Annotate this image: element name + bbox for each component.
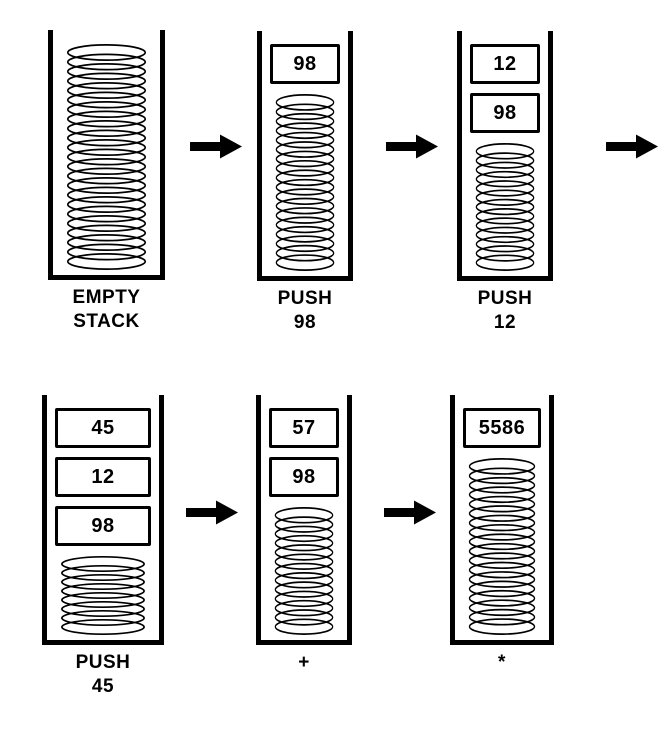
stack-container: 5586: [450, 395, 554, 645]
stage-push-12: 12 98 PUSH 12: [457, 31, 553, 333]
stage-label: PUSH 98: [247, 287, 363, 335]
stack-container: 45 12 98: [42, 395, 164, 645]
stack-value: 98: [292, 465, 316, 488]
stage-label: PUSH 45: [32, 651, 174, 699]
spring-coil: [66, 43, 147, 271]
stage-label-line: 12: [493, 312, 517, 333]
right-arrow-icon: [186, 499, 238, 526]
spring-coil: [475, 142, 535, 272]
stage-label: +: [246, 651, 362, 675]
spring-coil: [468, 457, 536, 636]
stack-value-box: 98: [270, 44, 340, 84]
stage-push-45: 45 12 98 PUSH 45: [42, 395, 164, 697]
stage-label: EMPTY STACK: [38, 286, 175, 334]
stack-value: 57: [292, 416, 316, 439]
stack-value-box: 98: [269, 457, 339, 497]
stack-value-box: 98: [55, 506, 151, 546]
stack-container: [48, 30, 165, 280]
right-arrow-icon: [606, 133, 658, 160]
stack-container: 98: [257, 31, 353, 281]
stage-label-line: STACK: [73, 311, 140, 332]
stage-multiply: 5586 *: [450, 395, 554, 673]
stack-value-box: 12: [55, 457, 151, 497]
stage-label-line: PUSH: [75, 652, 131, 673]
stage-label-line: EMPTY: [72, 287, 141, 308]
stack-value: 45: [91, 416, 115, 439]
stack-container: 57 98: [256, 395, 352, 645]
spring-coil: [274, 506, 334, 636]
stage-label-line: 45: [91, 676, 115, 697]
stack-container: 12 98: [457, 31, 553, 281]
stack-value: 98: [293, 52, 317, 75]
stack-value: 5586: [478, 416, 526, 439]
spring-coil: [60, 555, 146, 636]
stage-empty-stack: EMPTY STACK: [48, 30, 165, 332]
stage-label-line: PUSH: [277, 288, 333, 309]
stack-value-box: 45: [55, 408, 151, 448]
stage-label: PUSH 12: [447, 287, 563, 335]
stage-label-line: +: [298, 652, 310, 673]
right-arrow-icon: [190, 133, 242, 160]
stack-value: 98: [91, 514, 115, 537]
stack-value-box: 12: [470, 44, 540, 84]
stack-value: 12: [493, 52, 517, 75]
stack-value-box: 98: [470, 93, 540, 133]
stage-label-line: 98: [293, 312, 317, 333]
stack-value: 98: [493, 101, 517, 124]
right-arrow-icon: [386, 133, 438, 160]
stage-label-line: PUSH: [477, 288, 533, 309]
stack-value-box: 5586: [463, 408, 541, 448]
stage-push-98: 98 PUSH 98: [257, 31, 353, 333]
stack-value-box: 57: [269, 408, 339, 448]
spring-coil: [275, 93, 335, 272]
right-arrow-icon: [384, 499, 436, 526]
stage-add: 57 98 +: [256, 395, 352, 673]
stage-label-line: *: [498, 652, 506, 673]
stack-value: 12: [91, 465, 115, 488]
stage-label: *: [440, 651, 564, 675]
